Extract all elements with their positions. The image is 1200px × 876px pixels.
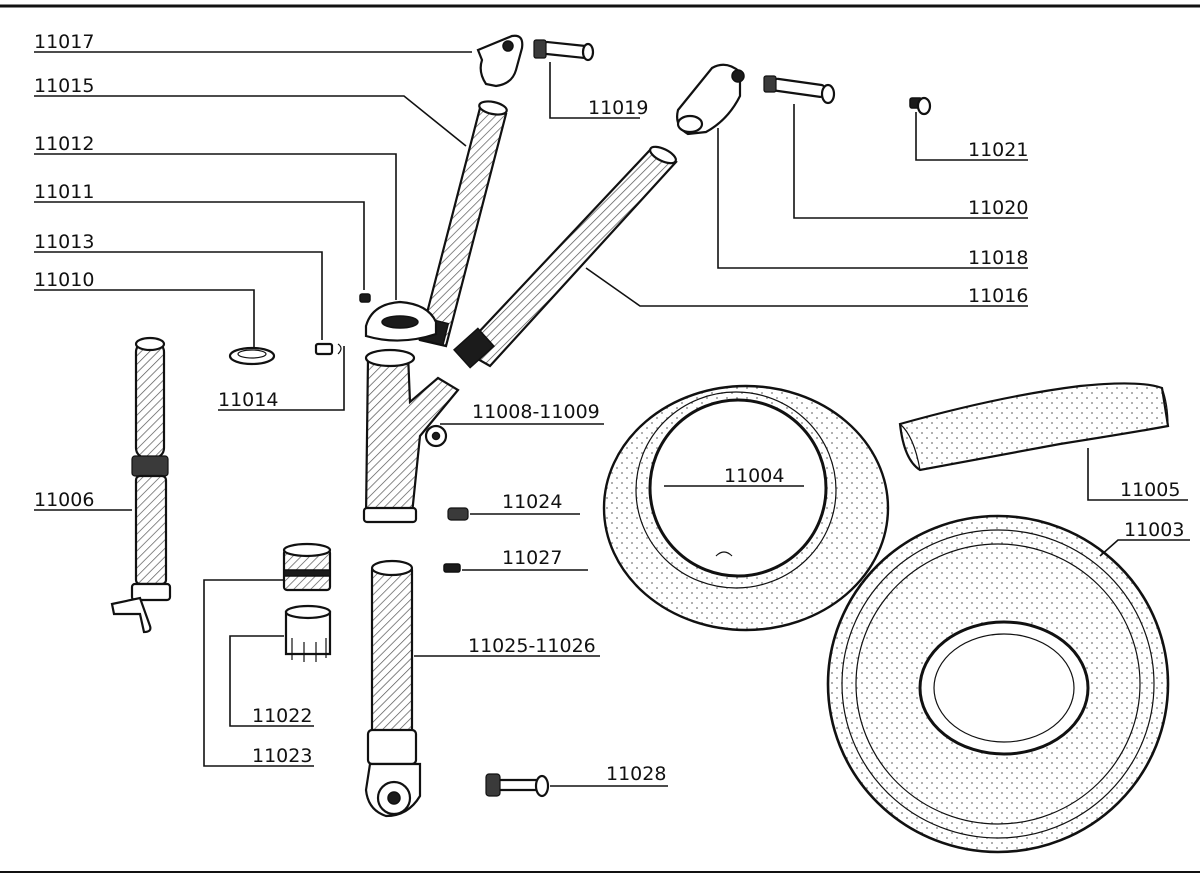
part-11027-screw bbox=[443, 563, 461, 573]
label-11015: 11015 bbox=[34, 75, 94, 97]
label-11004: 11004 bbox=[724, 465, 784, 487]
leader-11021 bbox=[915, 112, 1028, 161]
part-11028-bolt bbox=[485, 773, 550, 798]
part-11019-bolt bbox=[533, 39, 595, 62]
leader-11020 bbox=[793, 104, 1028, 219]
label-11011: 11011 bbox=[34, 181, 94, 203]
label-11005: 11005 bbox=[1120, 479, 1180, 501]
part-11024-screw bbox=[447, 507, 469, 521]
leader-11019 bbox=[549, 62, 640, 119]
label-11022: 11022 bbox=[252, 705, 312, 727]
part-11006-strut bbox=[110, 336, 172, 634]
label-11023: 11023 bbox=[252, 745, 312, 767]
label-11013: 11013 bbox=[34, 231, 94, 253]
leader-11010 bbox=[34, 289, 255, 348]
leader-11016 bbox=[585, 267, 1028, 307]
label-11025-11026: 11025-11026 bbox=[468, 635, 596, 657]
part-11020-bolt bbox=[763, 75, 836, 105]
part-11010-ring bbox=[228, 346, 276, 366]
leader-11014 bbox=[218, 346, 345, 411]
part-11022-bushing bbox=[284, 604, 332, 662]
leader-11023 bbox=[203, 579, 314, 767]
part-11011-screw bbox=[359, 293, 371, 303]
leader-11018 bbox=[717, 128, 1028, 269]
label-11014: 11014 bbox=[218, 389, 278, 411]
part-11016-tube bbox=[453, 145, 678, 369]
part-11004-inner-tube bbox=[602, 384, 890, 632]
label-11020: 11020 bbox=[968, 197, 1028, 219]
leader-11003 bbox=[1099, 539, 1190, 557]
label-11016: 11016 bbox=[968, 285, 1028, 307]
label-11024: 11024 bbox=[502, 491, 562, 513]
leader-11015 bbox=[34, 95, 467, 147]
part-11021-nipple bbox=[909, 96, 932, 116]
part-11003-tyre bbox=[826, 514, 1170, 854]
part-11005-rim-band bbox=[898, 382, 1170, 472]
label-11006: 11006 bbox=[34, 489, 94, 511]
leader-11005 bbox=[1087, 448, 1188, 501]
label-11017: 11017 bbox=[34, 31, 94, 53]
part-11018-bracket bbox=[676, 63, 745, 136]
part-11015-tube bbox=[414, 100, 508, 348]
label-11019: 11019 bbox=[588, 97, 648, 119]
part-11013-screw bbox=[314, 342, 342, 356]
label-11021: 11021 bbox=[968, 139, 1028, 161]
part-11008-11009-body bbox=[362, 348, 460, 524]
leader-11022 bbox=[229, 635, 314, 727]
label-11012: 11012 bbox=[34, 133, 94, 155]
label-11008-11009: 11008-11009 bbox=[472, 401, 600, 423]
label-11018: 11018 bbox=[968, 247, 1028, 269]
part-11012-cap bbox=[364, 300, 438, 342]
leader-11012 bbox=[34, 153, 397, 300]
part-11023-bushing bbox=[282, 542, 332, 592]
leader-11011 bbox=[34, 201, 365, 290]
label-11027: 11027 bbox=[502, 547, 562, 569]
label-11003: 11003 bbox=[1124, 519, 1184, 541]
label-11010: 11010 bbox=[34, 269, 94, 291]
part-11025-11026-strut bbox=[364, 559, 422, 818]
leader-11013 bbox=[34, 251, 323, 340]
label-11028: 11028 bbox=[606, 763, 666, 785]
part-11017-bracket bbox=[476, 34, 524, 88]
